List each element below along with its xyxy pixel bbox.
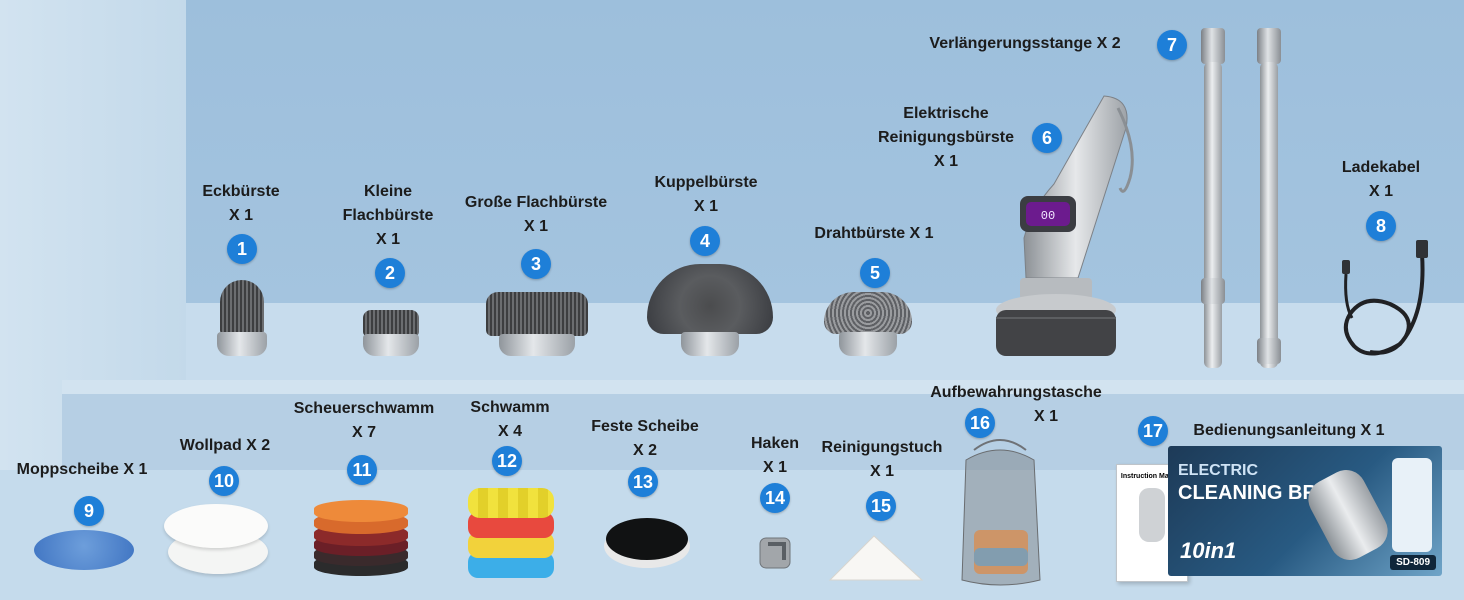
label-line: X 1 — [1033, 408, 1058, 425]
label-line: Verlängerungsstange X 2 — [929, 35, 1121, 52]
label-item-11: Scheuerschwamm X 7 — [276, 397, 452, 445]
label-line: Reinigungsbürste — [877, 129, 1014, 146]
label-item-1: Eckbürste X 1 — [187, 180, 295, 228]
label-line: Schwamm — [470, 399, 550, 416]
brush-display-readout: 00 — [1041, 209, 1055, 223]
label-line: Haken — [750, 435, 800, 452]
label-line: Flachbürste — [342, 207, 434, 224]
manual-title: Instruction Manual — [1120, 473, 1184, 480]
label-item-15: Reinigungstuch X 1 — [804, 436, 960, 484]
charging-cable — [1342, 240, 1428, 356]
hook — [759, 537, 791, 569]
label-line: Wollpad X 2 — [179, 437, 271, 454]
label-line: Kleine — [363, 183, 412, 200]
label-item-2: Kleine Flachbürste X 1 — [326, 180, 450, 252]
label-line: X 7 — [351, 424, 376, 441]
cleaning-cloth — [828, 535, 924, 581]
number-badge-1: 1 — [227, 234, 257, 264]
label-line: X 1 — [523, 218, 548, 235]
number-badge-3: 3 — [521, 249, 551, 279]
number-badge-16: 16 — [965, 408, 995, 438]
label-item-7: Verlängerungsstange X 2 — [922, 32, 1128, 56]
extension-pole-2 — [1252, 28, 1286, 368]
number-badge-9: 9 — [74, 496, 104, 526]
label-line: Kuppelbürste — [654, 174, 758, 191]
label-item-16: Aufbewahrungstasche X 1 — [912, 381, 1120, 429]
label-item-9: Moppscheibe X 1 — [4, 458, 160, 482]
label-line: X 1 — [869, 463, 894, 480]
number-badge-13: 13 — [628, 467, 658, 497]
number-badge-15: 15 — [866, 491, 896, 521]
label-item-13: Feste Scheibe X 2 — [574, 415, 716, 463]
large-flat-brush — [484, 292, 590, 356]
box-product-image — [1301, 462, 1395, 568]
number-badge-8: 8 — [1366, 211, 1396, 241]
small-flat-brush — [360, 310, 422, 356]
product-box: ELECTRIC CLEANING BRUSH 10in1 SD-809 — [1168, 446, 1442, 576]
foam-sponges — [468, 486, 554, 580]
lower-shelf-edge — [62, 380, 1464, 394]
label-line: Bedienungsanleitung X 1 — [1193, 422, 1385, 439]
number-badge-7: 7 — [1157, 30, 1187, 60]
wire-brush — [822, 292, 914, 356]
label-item-4: Kuppelbürste X 1 — [636, 171, 776, 219]
electric-cleaning-brush: 00 — [996, 95, 1134, 356]
number-badge-11: 11 — [347, 455, 377, 485]
number-badge-12: 12 — [492, 446, 522, 476]
label-item-3: Große Flachbürste X 1 — [446, 191, 626, 239]
label-line: Eckbürste — [202, 183, 280, 200]
mop-pad — [34, 530, 134, 570]
label-item-10: Wollpad X 2 — [164, 434, 286, 458]
label-line: Moppscheibe X 1 — [16, 461, 148, 478]
label-line: Große Flachbürste — [464, 194, 608, 211]
storage-bag — [961, 439, 1041, 586]
label-line: Reinigungstuch — [821, 439, 943, 456]
wool-pads — [164, 500, 272, 578]
scrubbing-sponges — [314, 496, 408, 578]
label-line: X 2 — [632, 442, 657, 459]
box-badge: 10in1 — [1180, 538, 1237, 563]
number-badge-17: 17 — [1138, 416, 1168, 446]
label-line: X 1 — [1368, 183, 1393, 200]
corner-brush — [214, 280, 270, 356]
label-line: X 1 — [933, 153, 958, 170]
box-side-panel — [1392, 458, 1432, 552]
label-line: X 4 — [497, 423, 522, 440]
number-badge-6: 6 — [1032, 123, 1062, 153]
label-line: X 1 — [375, 231, 400, 248]
label-line: Scheuerschwamm — [293, 400, 435, 417]
label-item-8: Ladekabel X 1 — [1326, 156, 1436, 204]
dome-brush — [646, 264, 774, 356]
label-line: X 1 — [228, 207, 253, 224]
number-badge-2: 2 — [375, 258, 405, 288]
label-item-5: Drahtbürste X 1 — [798, 222, 950, 246]
box-title-line-1: ELECTRIC — [1178, 462, 1258, 479]
label-line: Drahtbürste X 1 — [814, 225, 934, 242]
number-badge-10: 10 — [209, 466, 239, 496]
label-line: Ladekabel — [1341, 159, 1421, 176]
box-model-label: SD-809 — [1390, 555, 1436, 570]
back-wall — [186, 0, 1464, 310]
number-badge-5: 5 — [860, 258, 890, 288]
number-badge-14: 14 — [760, 483, 790, 513]
label-line: Feste Scheibe — [591, 418, 699, 435]
label-line: X 1 — [762, 459, 787, 476]
label-line: Elektrische — [903, 105, 989, 122]
extension-pole-1 — [1196, 28, 1230, 368]
label-item-14: Haken X 1 — [740, 432, 810, 480]
label-item-12: Schwamm X 4 — [456, 396, 564, 444]
label-item-17: Bedienungsanleitung X 1 — [1174, 419, 1404, 443]
label-item-6: Elektrische Reinigungsbürste X 1 — [862, 102, 1030, 174]
label-line: X 1 — [693, 198, 718, 215]
label-line: Aufbewahrungstasche — [930, 384, 1102, 401]
solid-discs — [604, 516, 690, 570]
number-badge-4: 4 — [690, 226, 720, 256]
